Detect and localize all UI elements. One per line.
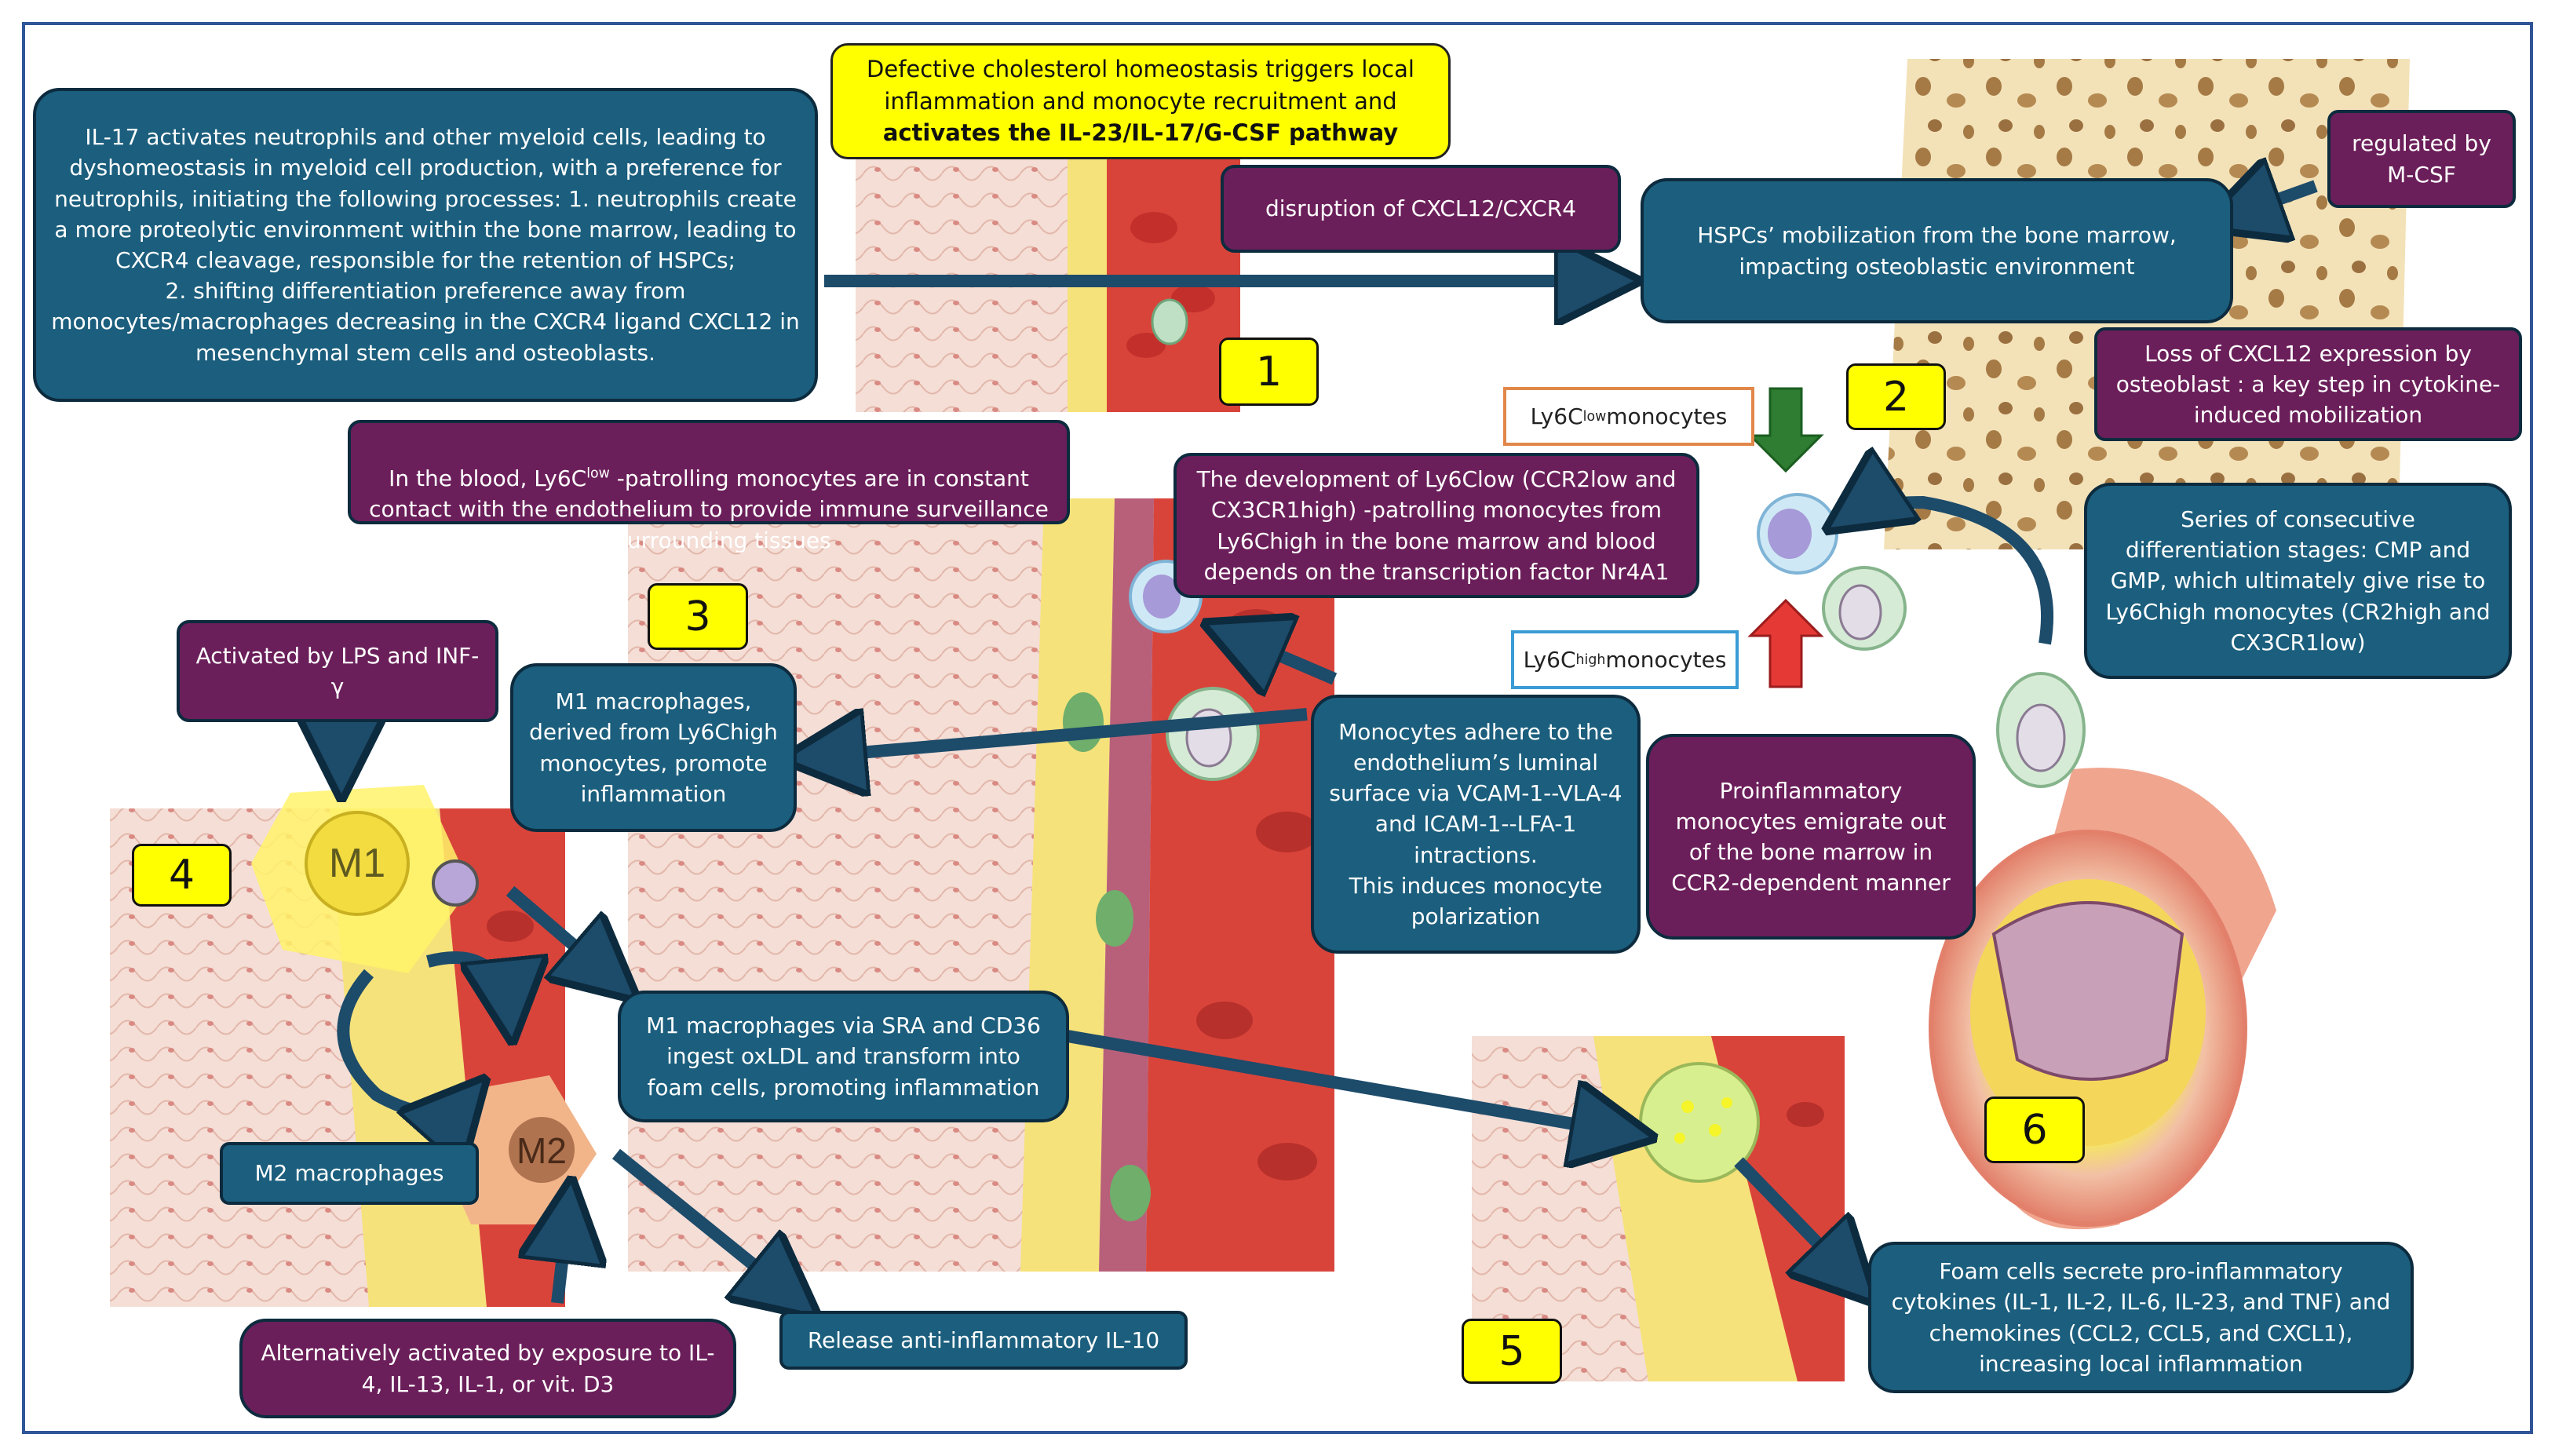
step-5-badge: 5 (1462, 1319, 1562, 1384)
m1-derived-box: M1 macrophages, derived from Ly6Chigh mo… (510, 663, 797, 832)
m1-label: M1 (329, 841, 385, 886)
step-6-badge: 6 (1984, 1097, 2085, 1163)
m2-macrophages-box: M2 macrophages (220, 1142, 479, 1205)
artery-cross-section (1929, 768, 2276, 1230)
vessel-section-1 (856, 133, 1240, 412)
step-4-badge: 4 (132, 844, 232, 907)
step-1-badge: 1 (1219, 338, 1319, 406)
series-box: Series of consecutive differentiation st… (2084, 483, 2512, 679)
monocyte-cells (1129, 493, 2086, 788)
blood-patrolling-box: In the blood, Ly6Clow -patrolling monocy… (348, 420, 1070, 553)
cholesterol-text: Defective cholesterol homeostasis trigge… (867, 56, 1414, 115)
disruption-box: disruption of CXCL12/CXCR4 (1221, 165, 1621, 253)
figure-frame (22, 22, 2533, 1434)
proinflammatory-box: Proinflammatory monocytes emigrate out o… (1646, 734, 1976, 940)
cholesterol-bold-text: activates the IL-23/IL-17/G-CSF pathway (882, 119, 1399, 147)
mcsf-box: regulated by M-CSF (2327, 110, 2516, 208)
step-3-badge: 3 (648, 583, 748, 650)
hspcs-box: HSPCs’ mobilization from the bone marrow… (1641, 178, 2233, 323)
lps-box: Activated by LPS and INF-γ (177, 620, 498, 722)
il17-box: IL-17 activates neutrophils and other my… (33, 88, 818, 402)
development-box: The development of Ly6Clow (CCR2low and … (1173, 453, 1699, 598)
il10-box: Release anti-inflammatory IL-10 (779, 1311, 1188, 1370)
foam-cells-box: Foam cells secrete pro-inflammatory cyto… (1868, 1242, 2414, 1393)
loss-cxcl12-box: Loss of CXCL12 expression by osteoblast … (2094, 327, 2522, 441)
arrows (341, 186, 2318, 1303)
arrow-green (1747, 387, 1824, 473)
m2-label: M2 (516, 1130, 567, 1171)
sra-box: M1 macrophages via SRA and CD36 ingest o… (618, 991, 1069, 1122)
adhere-box: Monocytes adhere to the endothelium’s lu… (1311, 695, 1641, 954)
arrow-red (1747, 598, 1824, 688)
cholesterol-box: Defective cholesterol homeostasis trigge… (830, 43, 1451, 159)
step-2-badge: 2 (1846, 363, 1946, 430)
alt-activation-box: Alternatively activated by exposure to I… (239, 1319, 736, 1418)
curved-arrows (337, 502, 2054, 1113)
